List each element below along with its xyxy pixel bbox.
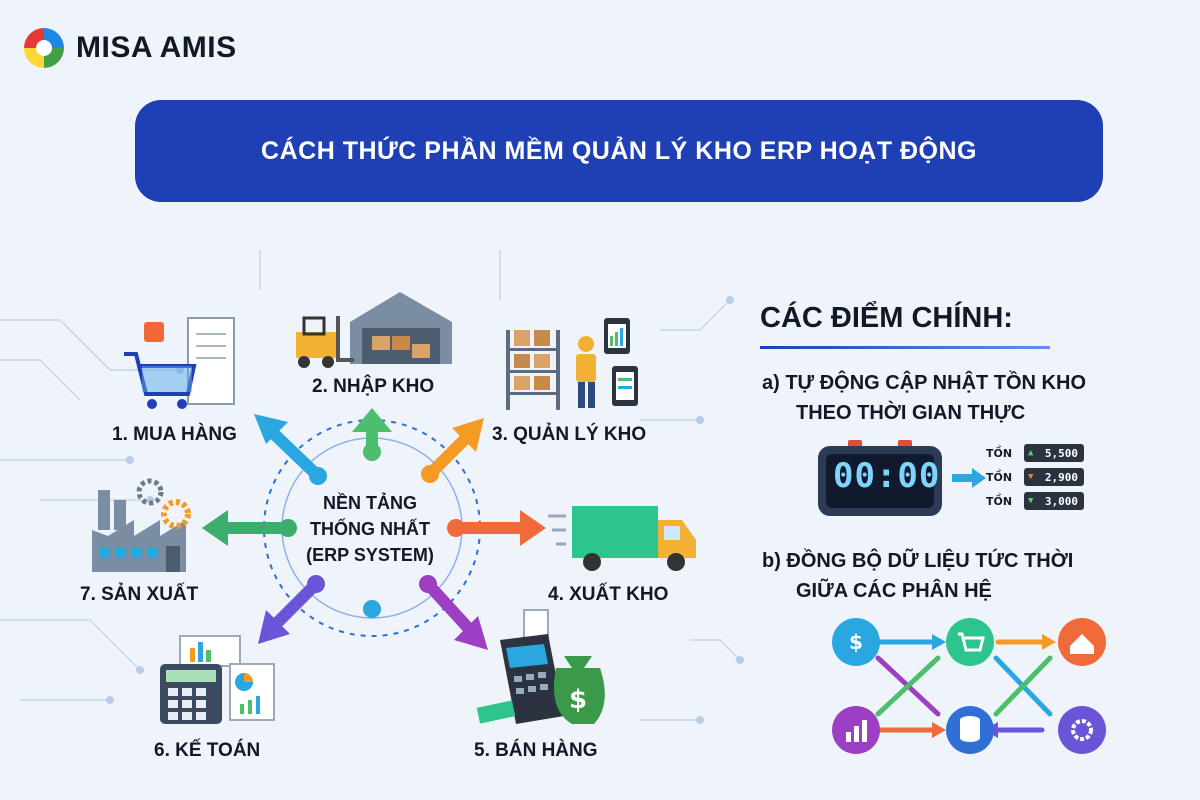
stock-number: 5,500 — [1044, 446, 1078, 460]
arrow-ke-toan — [258, 575, 325, 644]
chart-icon — [832, 706, 880, 754]
warehouse-forklift-icon — [296, 292, 452, 368]
stock-label: TỒN — [986, 446, 1013, 460]
arrow-quan-ly-kho — [421, 418, 484, 483]
shopping-cart-icon — [124, 317, 235, 409]
center-label-line: (ERP SYSTEM) — [306, 545, 434, 565]
money-hand-icon: $ — [832, 618, 880, 666]
title-banner: CÁCH THỨC PHẦN MỀM QUẢN LÝ KHO ERP HOẠT … — [135, 100, 1103, 202]
pos-terminal-icon: $ — [476, 609, 605, 724]
trend-up-icon: ▲ — [1028, 448, 1034, 458]
center-label: NỀN TẢNG THỐNG NHẤT (ERP SYSTEM) — [290, 490, 450, 568]
stock-number: 2,900 — [1044, 470, 1078, 484]
stock-label: TỒN — [986, 470, 1013, 484]
node-label-san-xuat: 7. SẢN XUẤT — [80, 584, 199, 605]
arrow-ban-hang — [419, 575, 488, 650]
calculator-icon — [160, 635, 275, 724]
stock-value: ▼ 3,000 — [1024, 492, 1084, 510]
stock-row: TỒN ▼ 2,900 — [986, 468, 1084, 486]
svg-text:$: $ — [569, 685, 587, 715]
key-points-underline — [760, 346, 1050, 349]
point-a-line2: THEO THỜI GIAN THỰC — [796, 402, 1026, 424]
page-title: CÁCH THỨC PHẦN MỀM QUẢN LÝ KHO ERP HOẠT … — [261, 136, 977, 165]
trend-down-icon: ▼ — [1028, 496, 1034, 506]
node-label-nhap-kho: 2. NHẬP KHO — [312, 376, 435, 397]
delivery-truck-icon — [548, 506, 696, 571]
node-label-quan-ly-kho: 3. QUẢN LÝ KHO — [492, 424, 647, 445]
node-label-xuat-kho: 4. XUẤT KHO — [548, 584, 669, 605]
misa-amis-logo-icon — [24, 28, 64, 68]
center-label-line: NỀN TẢNG — [323, 493, 417, 513]
arrow-xuat-kho — [447, 510, 546, 546]
node-label-ke-toan: 6. KẾ TOÁN — [154, 740, 261, 761]
svg-text:$: $ — [849, 630, 863, 654]
point-b-line2: GIỮA CÁC PHÂN HỆ — [796, 580, 992, 602]
arrow-mua-hang — [254, 414, 327, 485]
cart-icon — [946, 618, 994, 666]
factory-icon — [92, 478, 191, 572]
key-points-title: CÁC ĐIỂM CHÍNH: — [760, 302, 1013, 334]
arrow-right-icon — [952, 468, 986, 488]
brand-logo[interactable]: MISA AMIS — [22, 26, 237, 70]
sync-network-diagram: $ — [832, 618, 1106, 754]
clock-display: 00:00 — [833, 456, 941, 496]
database-icon — [946, 706, 994, 754]
arrow-nhap-kho — [352, 408, 392, 461]
node-label-mua-hang: 1. MUA HÀNG — [112, 424, 237, 445]
stock-number: 3,000 — [1044, 494, 1078, 508]
stock-row: TỒN ▼ 3,000 — [986, 492, 1084, 510]
warehouse-shelves-icon — [506, 318, 638, 410]
warehouse-icon — [1058, 618, 1106, 666]
stock-row: TỒN ▲ 5,500 — [986, 444, 1084, 462]
stock-label: TỒN — [986, 494, 1013, 508]
gear-sync-icon — [1058, 706, 1106, 754]
brand-name: MISA AMIS — [76, 31, 237, 64]
center-label-line: THỐNG NHẤT — [310, 519, 430, 539]
point-b-line1: b) ĐỒNG BỘ DỮ LIỆU TỨC THỜI — [762, 550, 1074, 572]
trend-down-icon: ▼ — [1028, 472, 1034, 482]
stock-value: ▼ 2,900 — [1024, 468, 1084, 486]
point-a-line1: a) TỰ ĐỘNG CẬP NHẬT TỒN KHO — [762, 372, 1087, 394]
stock-value: ▲ 5,500 — [1024, 444, 1084, 462]
node-label-ban-hang: 5. BÁN HÀNG — [474, 740, 598, 761]
arrow-san-xuat — [202, 510, 297, 546]
digital-clock-icon — [818, 440, 942, 516]
